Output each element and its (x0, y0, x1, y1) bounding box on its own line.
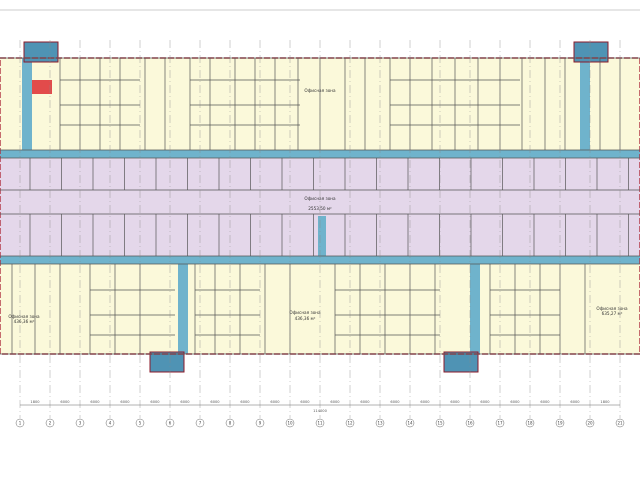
axis-bubble (165, 418, 175, 428)
axis-label: 12 (347, 421, 353, 426)
label-bottom-left-area: 436,36 м² (14, 319, 35, 324)
axis-bubble (525, 418, 535, 428)
axis-label: 15 (437, 421, 443, 426)
stair-core-top-right (573, 41, 609, 63)
axis-label: 11 (317, 421, 323, 426)
dimension-label: 6000 (150, 400, 160, 404)
axis-label: 14 (407, 421, 413, 426)
dimension-label: 1800 (600, 400, 610, 404)
axis-bubble (405, 418, 415, 428)
red-room (32, 80, 52, 94)
axis-label: 17 (497, 421, 503, 426)
axis-label: 6 (169, 421, 172, 426)
dimension-label: 6000 (90, 400, 100, 404)
dimension-label: 6000 (180, 400, 190, 404)
office-zone-bottom (0, 264, 640, 354)
dimension-label: 6000 (390, 400, 400, 404)
total-dimension: 114000 (313, 409, 327, 413)
axis-label: 20 (587, 421, 593, 426)
axis-label: 4 (109, 421, 112, 426)
label-bottom-left-zone: Офисная зона (8, 314, 40, 319)
corridor-south (0, 256, 640, 264)
label-right-area: 635,27 м² (602, 311, 623, 316)
axis-label: 2 (49, 421, 52, 426)
dimension-label: 6000 (450, 400, 460, 404)
dimension-label: 1800 (30, 400, 40, 404)
axis-label: 5 (139, 421, 142, 426)
axis-bubble (75, 418, 85, 428)
corridor-bottom-core-1 (178, 264, 188, 354)
label-top-zone: Офисная зона (304, 88, 336, 93)
dimension-label: 6000 (570, 400, 580, 404)
axis-bubble (615, 418, 625, 428)
dimension-label: 6000 (210, 400, 220, 404)
dimension-label: 6000 (360, 400, 370, 404)
axis-bubble (195, 418, 205, 428)
axis-bubble (285, 418, 295, 428)
axis-label: 1 (19, 421, 22, 426)
corridor-bottom-core-2 (470, 264, 480, 354)
label-bottom-mid-zone: Офисная зона (289, 310, 321, 315)
axis-label: 10 (287, 421, 293, 426)
axis-bubble (495, 418, 505, 428)
axis-label: 8 (229, 421, 232, 426)
axis-label: 13 (377, 421, 383, 426)
axis-label: 3 (79, 421, 82, 426)
axis-label: 18 (527, 421, 533, 426)
dimension-label: 6000 (120, 400, 130, 404)
dimension-label: 6000 (540, 400, 550, 404)
axis-label: 9 (259, 421, 262, 426)
corridor-north (0, 150, 640, 158)
stair-core-bottom-2 (443, 351, 479, 373)
dimension-label: 6000 (60, 400, 70, 404)
axis-bubble (435, 418, 445, 428)
axis-bubble (135, 418, 145, 428)
dimension-label: 6000 (270, 400, 280, 404)
stair-core-bottom-1 (149, 351, 185, 373)
label-right-zone: Офисная зона (596, 306, 628, 311)
axis-label: 21 (617, 421, 623, 426)
dimension-label: 6000 (240, 400, 250, 404)
axis-bubble (45, 418, 55, 428)
axis-bubble (315, 418, 325, 428)
label-middle-zone: Офисная зона (304, 196, 336, 201)
axis-bubble (345, 418, 355, 428)
axis-label: 19 (557, 421, 563, 426)
axis-bubble (585, 418, 595, 428)
dimension-label: 6000 (480, 400, 490, 404)
axis-label: 7 (199, 421, 202, 426)
dimension-line: 1800 6000 6000 6000 6000 6000 6000 6000 6000 6000… (20, 400, 620, 406)
axis-bubble (375, 418, 385, 428)
axis-bubble (225, 418, 235, 428)
axis-bubble (15, 418, 25, 428)
dimension-label: 6000 (510, 400, 520, 404)
axis-bubble (555, 418, 565, 428)
dimension-label: 6000 (330, 400, 340, 404)
dimension-label: 6000 (300, 400, 310, 404)
corridor-left-core (22, 58, 32, 150)
axis-bubble (105, 418, 115, 428)
dimension-label: 6000 (420, 400, 430, 404)
label-bottom-mid-area: 436,36 м² (295, 316, 316, 321)
axis-bubble (255, 418, 265, 428)
axis-bubble (465, 418, 475, 428)
axis-label: 16 (467, 421, 473, 426)
corridor-right-core (580, 58, 590, 150)
corridor-spine (318, 216, 326, 256)
stair-core-top-left (23, 41, 59, 63)
